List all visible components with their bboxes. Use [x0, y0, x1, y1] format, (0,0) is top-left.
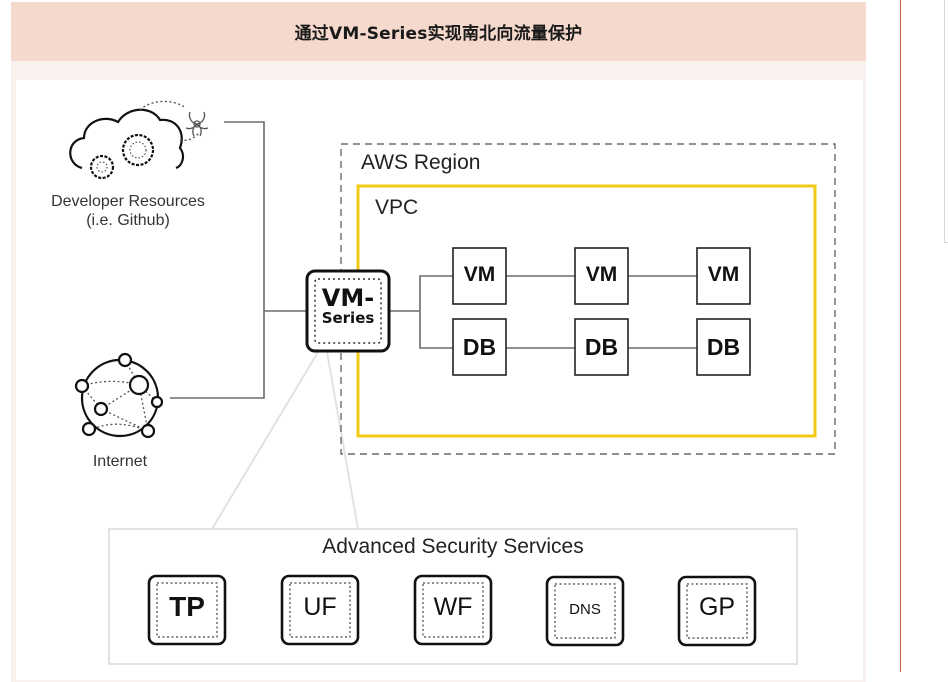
vm-node-2	[574, 247, 629, 305]
vm-series-node	[305, 269, 391, 353]
banner-title: 通过VM-Series实现南北向流量保护	[294, 24, 583, 44]
service-tile-uf	[280, 574, 360, 646]
vm-node-2-label: VM	[585, 263, 618, 286]
service-tiles	[147, 574, 757, 647]
developer-label: Developer Resources (i.e. Github)	[40, 192, 216, 230]
side-panel	[944, 0, 948, 243]
service-fan-lines	[211, 351, 359, 530]
internet-label: Internet	[92, 453, 148, 470]
connectors	[170, 121, 697, 399]
vm-node-1	[452, 247, 507, 305]
service-tile-wf	[413, 574, 493, 646]
service-label-gp: GP	[698, 593, 736, 621]
db-node-3-label: DB	[706, 334, 741, 360]
security-services-title: Advanced Security Services	[322, 535, 584, 558]
vm-node-3	[696, 247, 751, 305]
developer-label-line2: (i.e. Github)	[86, 212, 170, 229]
db-node-1	[452, 318, 507, 376]
db-node-3	[696, 318, 751, 376]
section-banner: 通过VM-Series实现南北向流量保护	[11, 2, 866, 61]
service-label-tp: TP	[169, 591, 205, 622]
db-node-2	[574, 318, 629, 376]
biohazard-icon	[185, 111, 209, 137]
service-tile-dns	[545, 575, 625, 647]
service-label-wf: WF	[433, 593, 473, 621]
vpc-nodes	[452, 247, 751, 376]
vm-node-1-label: VM	[463, 263, 496, 286]
cloud-gears-biohazard-icon	[69, 100, 209, 180]
vpc-box	[356, 184, 817, 438]
db-node-2-label: DB	[584, 334, 619, 360]
service-label-uf: UF	[303, 593, 337, 621]
side-divider	[900, 0, 901, 672]
network-globe-icon	[74, 352, 164, 439]
link-developer-internet	[170, 121, 265, 399]
service-tile-gp	[677, 575, 757, 647]
vm-series-label: VM- Series	[307, 286, 389, 326]
vm-series-label-line2: Series	[321, 309, 375, 327]
vpc-label: VPC	[375, 196, 419, 219]
db-node-1-label: DB	[462, 334, 497, 360]
vm-node-3-label: VM	[707, 263, 740, 286]
link-branch	[419, 275, 453, 349]
service-tile-tp	[147, 574, 227, 646]
service-label-dns: DNS	[569, 601, 601, 618]
aws-region-label: AWS Region	[361, 151, 481, 174]
developer-label-line1: Developer Resources	[51, 193, 205, 210]
vm-series-label-line1: VM-	[321, 284, 375, 312]
